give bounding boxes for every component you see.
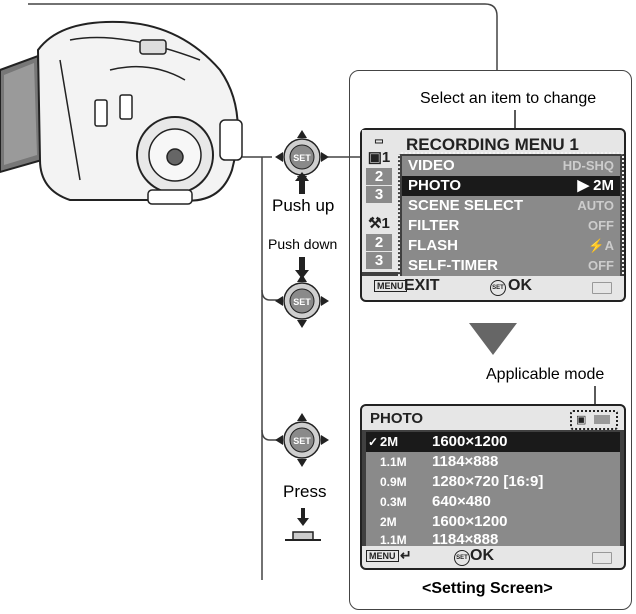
menu-item-flash[interactable]: FLASH ⚡A: [402, 236, 620, 256]
svg-text:SET: SET: [293, 297, 311, 307]
menu-item-video[interactable]: VIDEO HD-SHQ: [402, 156, 620, 176]
set-icon: SET: [454, 550, 470, 566]
screens-panel: [349, 70, 632, 610]
select-item-annotation: Select an item to change: [420, 90, 597, 107]
push-down-label: Push down: [268, 236, 338, 252]
menu-button-icon: MENU: [374, 280, 407, 292]
selection-highlight: [398, 152, 624, 280]
resolution-option[interactable]: ✓ 2M 1600×1200: [366, 432, 620, 452]
set-button-icon: SET: [275, 413, 329, 467]
applicable-mode-annotation: Applicable mode: [486, 366, 605, 383]
press-label: Press: [283, 482, 327, 501]
tab-photo-2[interactable]: 2: [366, 168, 392, 185]
resolution-option[interactable]: 0.3M 640×480: [366, 492, 620, 512]
press-button-icon: [285, 508, 321, 541]
tab-settings-1[interactable]: ⚒1: [368, 215, 390, 232]
tab-photo-3[interactable]: 3: [366, 186, 392, 203]
setting-title: PHOTO: [370, 410, 424, 427]
tab-photo-1[interactable]: ▣1: [367, 149, 391, 166]
menu-item-scene-select[interactable]: SCENE SELECT AUTO: [402, 196, 620, 216]
ok-label[interactable]: OK: [470, 547, 494, 564]
menu-button-icon: MENU: [366, 550, 399, 562]
battery-icon: [592, 282, 612, 294]
set-dial-push-up[interactable]: SET: [273, 128, 331, 186]
battery-icon: [592, 552, 612, 564]
arrow-up-icon: [295, 172, 309, 194]
applicable-mode-box: ▣: [570, 410, 618, 430]
recording-menu-screen: RECORDING MENU 1 ▭ ▣1 2 3 ⚒1 2 3 VIDEO H…: [360, 128, 626, 302]
resolution-option[interactable]: 1.1M 1184×888: [366, 532, 620, 548]
tab-settings-3[interactable]: 3: [366, 252, 392, 269]
photo-setting-screen: PHOTO ▣ ✓ 2M 1600×1200 1.1M 1184×888 0.9…: [360, 404, 626, 570]
tab-settings-2[interactable]: 2: [366, 234, 392, 251]
footer-bar: [362, 546, 624, 568]
camera-illustration: [0, 20, 243, 205]
set-button-icon: SET: [275, 274, 329, 328]
ok-label[interactable]: OK: [508, 277, 532, 294]
menu-title: RECORDING MENU 1: [406, 135, 579, 154]
camera-mode-icon: ▣: [576, 414, 587, 426]
video-mode-icon: ▭: [374, 136, 384, 147]
menu-item-self-timer[interactable]: SELF-TIMER OFF: [402, 256, 620, 276]
set-icon: SET: [490, 280, 506, 296]
push-up-label: Push up: [272, 196, 335, 215]
set-dial-push-down[interactable]: SET: [273, 272, 331, 330]
set-button-icon: SET: [275, 130, 329, 184]
arrow-down-icon: [469, 323, 517, 355]
resolution-option[interactable]: 0.9M 1280×720 [16:9]: [366, 472, 620, 492]
exit-label[interactable]: EXIT: [404, 277, 440, 294]
resolution-option[interactable]: 2M 1600×1200: [366, 512, 620, 532]
arrow-down-small-icon: [295, 257, 309, 279]
svg-text:SET: SET: [293, 436, 311, 446]
video-mode-icon: [594, 415, 610, 424]
menu-item-filter[interactable]: FILTER OFF: [402, 216, 620, 236]
setting-screen-caption: <Setting Screen>: [422, 580, 553, 597]
menu-item-photo[interactable]: PHOTO ▶ 2M: [402, 176, 620, 196]
annotation-pointer-2: [594, 386, 596, 406]
svg-text:SET: SET: [293, 153, 311, 163]
resolution-option[interactable]: 1.1M 1184×888: [366, 452, 620, 472]
set-dial-press[interactable]: SET: [273, 411, 331, 469]
back-icon[interactable]: ↵: [400, 547, 412, 563]
title-bar: [362, 130, 624, 154]
